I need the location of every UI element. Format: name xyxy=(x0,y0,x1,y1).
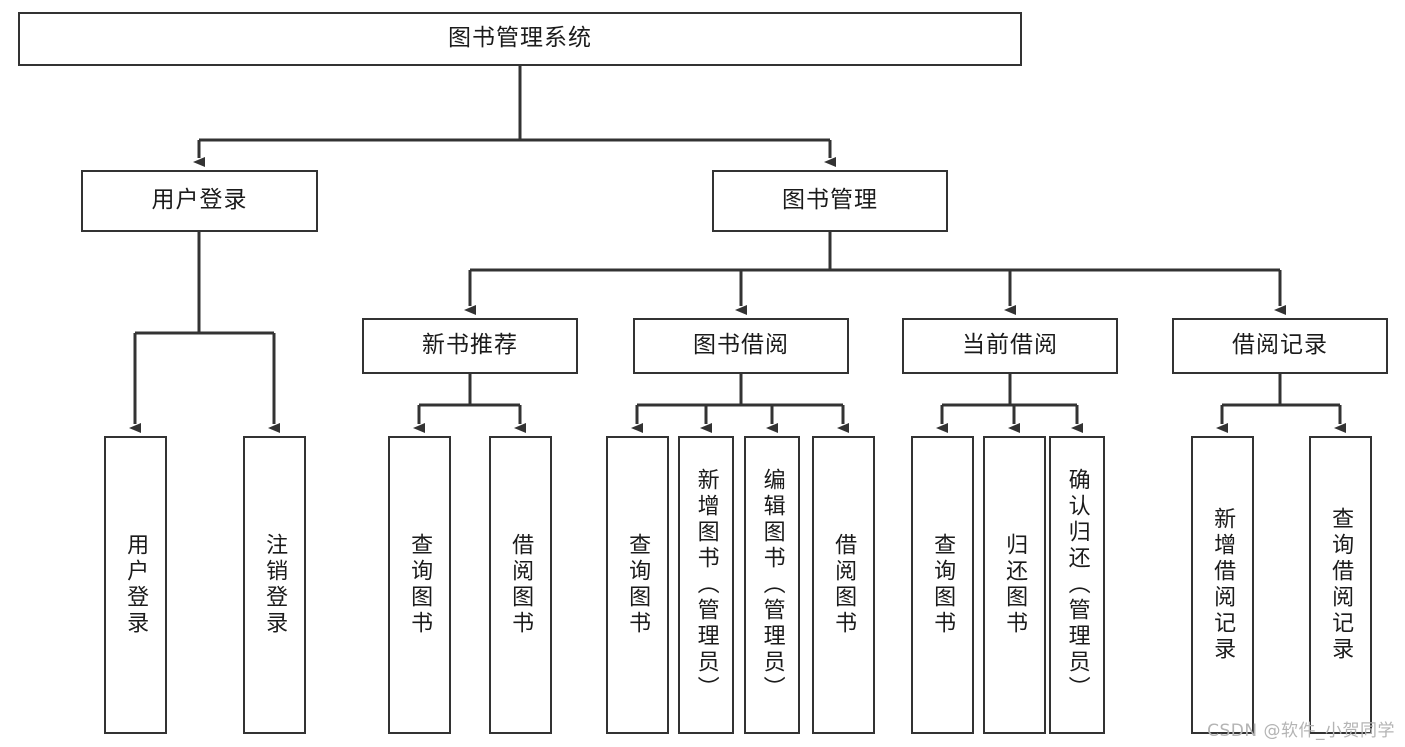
leaf-borrow-book-1-label: 借阅图书 xyxy=(508,533,534,637)
leaf-edit-book[interactable]: 编辑图书（管理员） xyxy=(744,436,800,734)
node-root[interactable]: 图书管理系统 xyxy=(18,12,1022,66)
leaf-add-record-label: 新增借阅记录 xyxy=(1210,507,1236,663)
leaf-query-book-1-label: 查询图书 xyxy=(407,533,433,637)
node-current-borrow[interactable]: 当前借阅 xyxy=(902,318,1118,374)
leaf-query-book-3-label: 查询图书 xyxy=(930,533,956,637)
node-book-manage[interactable]: 图书管理 xyxy=(712,170,948,232)
leaf-confirm-return[interactable]: 确认归还（管理员） xyxy=(1049,436,1105,734)
leaf-add-book[interactable]: 新增图书（管理员） xyxy=(678,436,734,734)
new-book-rec-label: 新书推荐 xyxy=(422,332,518,359)
leaf-borrow-book-2[interactable]: 借阅图书 xyxy=(812,436,875,734)
leaf-query-book-3[interactable]: 查询图书 xyxy=(911,436,974,734)
book-borrow-label: 图书借阅 xyxy=(693,332,789,359)
leaf-query-book-1[interactable]: 查询图书 xyxy=(388,436,451,734)
current-borrow-label: 当前借阅 xyxy=(962,332,1058,359)
leaf-confirm-return-label: 确认归还（管理员） xyxy=(1064,468,1090,702)
leaf-user-login-label: 用户登录 xyxy=(123,533,149,637)
leaf-return-book-label: 归还图书 xyxy=(1002,533,1028,637)
leaf-return-book[interactable]: 归还图书 xyxy=(983,436,1046,734)
leaf-query-record[interactable]: 查询借阅记录 xyxy=(1309,436,1372,734)
leaf-query-book-2[interactable]: 查询图书 xyxy=(606,436,669,734)
node-user-login[interactable]: 用户登录 xyxy=(81,170,318,232)
leaf-user-logout[interactable]: 注销登录 xyxy=(243,436,306,734)
book-manage-label: 图书管理 xyxy=(782,187,878,214)
node-book-borrow[interactable]: 图书借阅 xyxy=(633,318,849,374)
leaf-borrow-book-2-label: 借阅图书 xyxy=(831,533,857,637)
node-root-label: 图书管理系统 xyxy=(448,25,592,52)
node-new-book-rec[interactable]: 新书推荐 xyxy=(362,318,578,374)
leaf-add-book-label: 新增图书（管理员） xyxy=(693,468,719,702)
watermark: CSDN @软件_小贺同学 xyxy=(1207,721,1395,741)
node-borrow-record[interactable]: 借阅记录 xyxy=(1172,318,1388,374)
borrow-record-label: 借阅记录 xyxy=(1232,332,1328,359)
leaf-user-logout-label: 注销登录 xyxy=(262,533,288,637)
leaf-add-record[interactable]: 新增借阅记录 xyxy=(1191,436,1254,734)
leaf-edit-book-label: 编辑图书（管理员） xyxy=(759,468,785,702)
leaf-borrow-book-1[interactable]: 借阅图书 xyxy=(489,436,552,734)
user-login-label: 用户登录 xyxy=(151,187,248,214)
leaf-user-login[interactable]: 用户登录 xyxy=(104,436,167,734)
leaf-query-record-label: 查询借阅记录 xyxy=(1328,507,1354,663)
leaf-query-book-2-label: 查询图书 xyxy=(625,533,651,637)
